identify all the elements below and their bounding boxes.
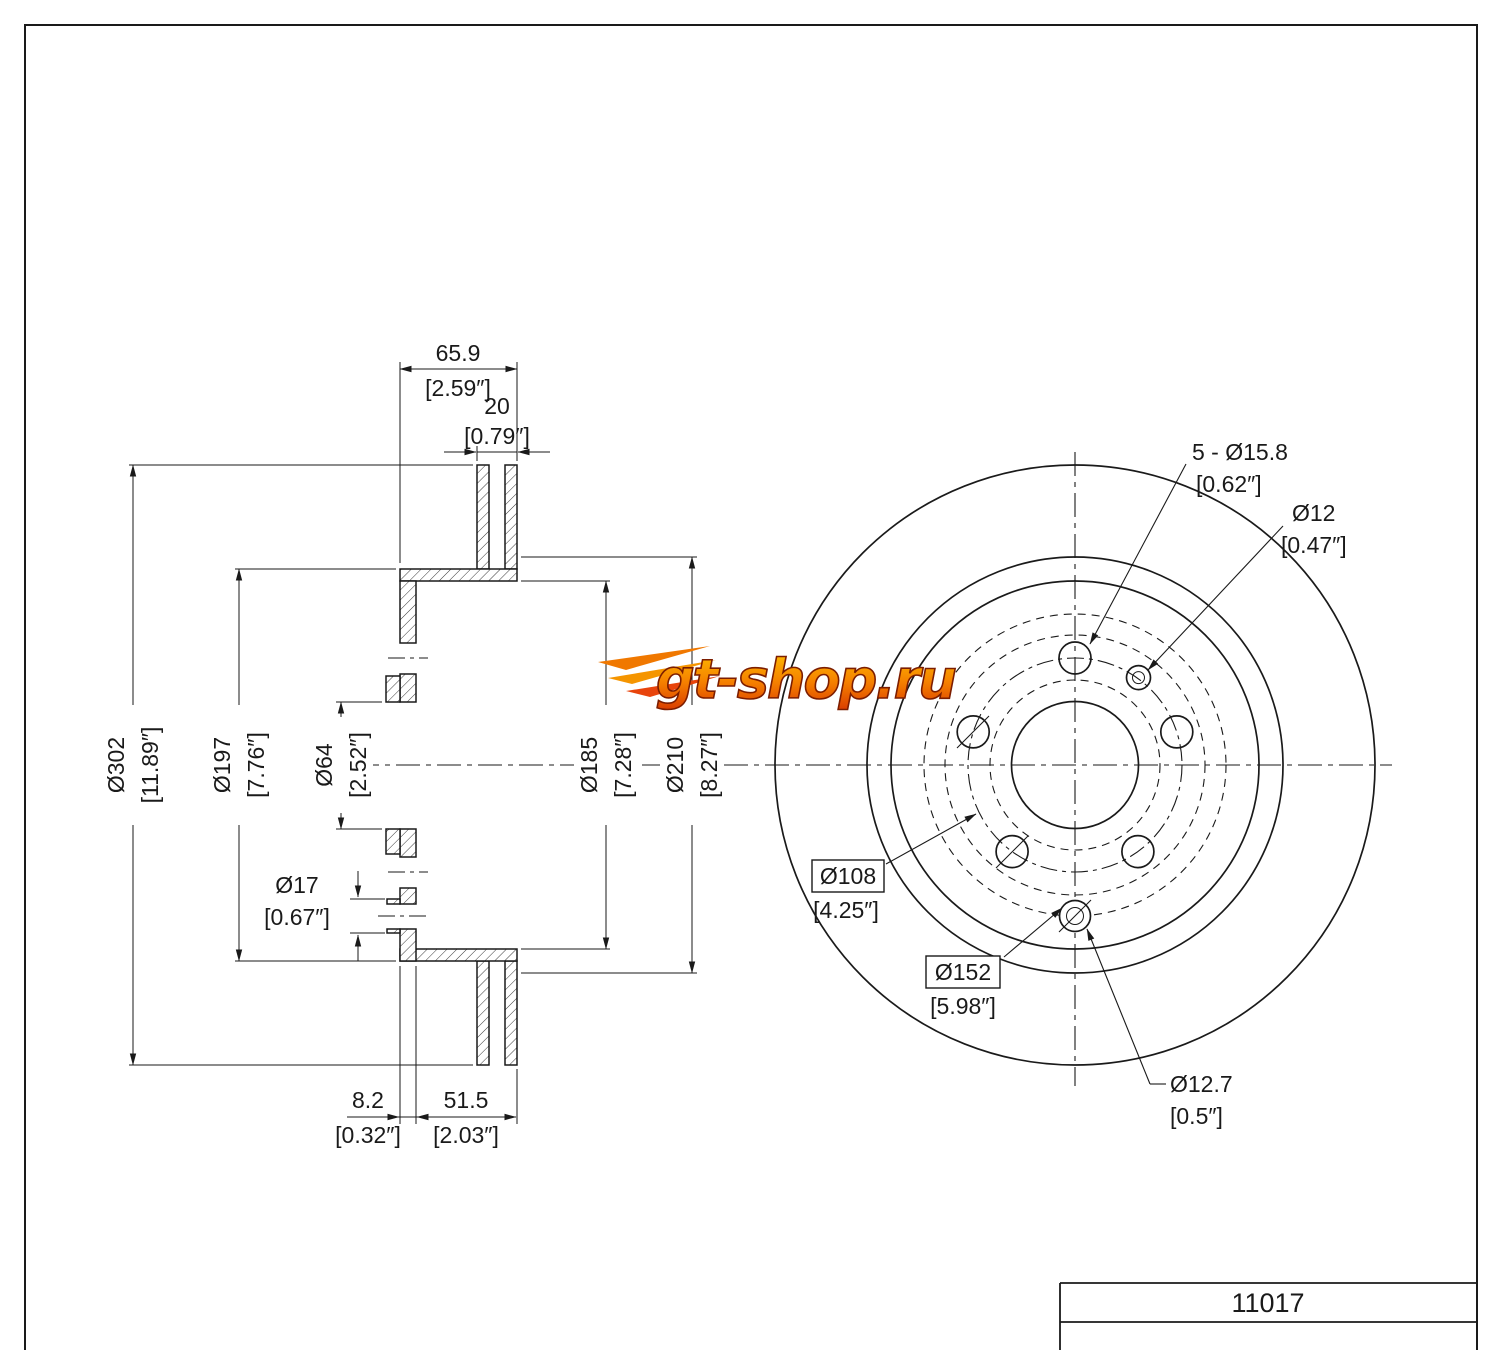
callout-lug-holes-mm: 5 - Ø15.8	[1192, 439, 1288, 465]
set-screw-circle-dashed	[923, 613, 1227, 917]
dim-overall-width-inch: [2.59″]	[425, 375, 491, 401]
set-screw-slot	[1058, 899, 1092, 933]
dim-screw-boss-mm: Ø17	[275, 872, 318, 898]
callout-set-screw-inch: [0.5″]	[1170, 1103, 1223, 1129]
center-bore-circle	[1010, 700, 1140, 830]
lug-hole	[956, 715, 991, 749]
dim-hat-inner-diameter: Ø185 [7.28″]	[521, 580, 638, 950]
set-screw-hole	[1066, 907, 1084, 925]
callout-screw-circle-inch: [5.98″]	[930, 993, 996, 1019]
callout-pin-hole-mm: Ø12	[1292, 500, 1335, 526]
dim-ring-inner-inch: [8.27″]	[696, 732, 722, 798]
pad-outer-circle-dashed	[944, 634, 1206, 896]
dim-wall-thickness-mm: 8.2	[352, 1087, 384, 1113]
callout-lug-holes: 5 - Ø15.8 [0.62″]	[1089, 439, 1288, 645]
callout-lug-holes-inch: [0.62″]	[1196, 471, 1262, 497]
dim-hat-inner-mm: Ø185	[576, 737, 602, 793]
lug-hole	[1058, 641, 1092, 675]
page-border	[24, 24, 1478, 1350]
outer-diameter-circle	[774, 464, 1376, 1066]
screw-circle-frame	[925, 955, 1001, 989]
callout-bolt-circle-inch: [4.25″]	[813, 897, 879, 923]
braking-band-inner-circle	[866, 556, 1284, 974]
pin-hole-inner	[1132, 671, 1145, 685]
lug-hole	[1159, 715, 1194, 749]
dim-center-bore-mm: Ø64	[311, 743, 337, 787]
dim-hat-diameter-mm: Ø197	[209, 737, 235, 793]
watermark: gt-shop.ru	[598, 646, 958, 712]
dim-hat-inner-inch: [7.28″]	[610, 732, 636, 798]
dim-hat-depth-mm: 51.5	[444, 1087, 489, 1113]
hat-step-circle	[890, 580, 1260, 950]
dim-wall-thickness: 8.2 [0.32″]	[335, 966, 417, 1148]
dim-screw-boss-inch: [0.67″]	[264, 904, 330, 930]
pad-inner-circle-dashed	[989, 679, 1161, 851]
lug-hole-mark	[956, 715, 990, 749]
dim-disc-thickness: 20 [0.79″]	[444, 393, 550, 461]
part-number: 11017	[1231, 1288, 1304, 1318]
dim-wall-thickness-inch: [0.32″]	[335, 1122, 401, 1148]
section-geometry	[378, 464, 518, 1066]
dim-hat-depth: 51.5 [2.03″]	[416, 1069, 518, 1148]
front-geometry	[774, 464, 1376, 1066]
section-view: 65.9 [2.59″] 20 [0.79″] Ø302 [11.89″]	[101, 340, 724, 1148]
dim-screw-boss: Ø17 [0.67″]	[264, 871, 385, 961]
front-view: 5 - Ø15.8 [0.62″] Ø12 [0.47″] Ø108 [4.25…	[774, 439, 1376, 1129]
pin-hole	[1125, 664, 1152, 691]
dim-outer-diameter-inch: [11.89″]	[137, 727, 163, 804]
lug-hole	[1121, 834, 1155, 869]
callout-screw-circle-mm: Ø152	[935, 959, 991, 985]
callout-pin-hole: Ø12 [0.47″]	[1147, 500, 1347, 671]
dim-overall-width-mm: 65.9	[436, 340, 481, 366]
dim-overall-width: 65.9 [2.59″]	[399, 340, 518, 563]
bolt-circle	[967, 657, 1183, 873]
dim-disc-thickness-inch: [0.79″]	[464, 423, 530, 449]
callout-screw-circle: Ø152 [5.98″]	[925, 907, 1063, 1019]
watermark-text: gt-shop.ru	[656, 648, 955, 711]
lug-hole	[995, 834, 1029, 869]
dim-center-bore-inch: [2.52″]	[345, 732, 371, 798]
dim-outer-diameter-mm: Ø302	[103, 737, 129, 793]
dim-ring-inner-diameter: Ø210 [8.27″]	[521, 556, 724, 974]
callout-pin-hole-inch: [0.47″]	[1281, 532, 1347, 558]
dim-outer-diameter: Ø302 [11.89″]	[101, 464, 473, 1066]
title-block: 11017	[1059, 1282, 1477, 1350]
dim-hat-diameter: Ø197 [7.76″]	[207, 568, 396, 962]
dim-center-bore: Ø64 [2.52″]	[309, 701, 382, 830]
dim-ring-inner-mm: Ø210	[662, 737, 688, 793]
callout-bolt-circle-mm: Ø108	[820, 863, 876, 889]
bolt-circle-frame	[811, 859, 885, 893]
dim-hat-depth-inch: [2.03″]	[433, 1122, 499, 1148]
callout-set-screw: Ø12.7 [0.5″]	[1086, 928, 1233, 1129]
dim-disc-thickness-mm: 20	[484, 393, 510, 419]
watermark-flame-icon	[598, 646, 720, 697]
callout-set-screw-mm: Ø12.7	[1170, 1071, 1233, 1097]
dim-hat-diameter-inch: [7.76″]	[243, 732, 269, 798]
lug-hole-mark	[995, 835, 1029, 869]
callout-bolt-circle: Ø108 [4.25″]	[811, 813, 977, 923]
